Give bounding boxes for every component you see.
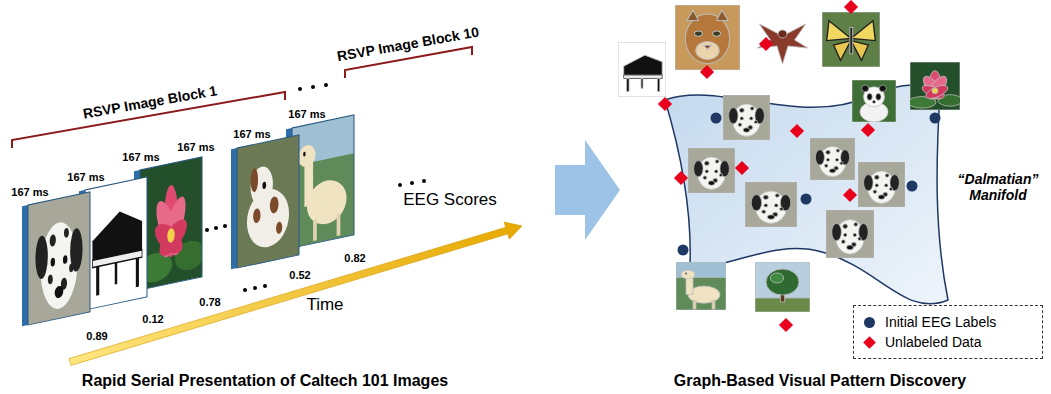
duration-label: 167 ms	[122, 151, 159, 164]
duration-label: 167 ms	[233, 128, 270, 141]
legend-text: Unlabeled Data	[885, 334, 982, 350]
manifold-label: “Dalmatian” Manifold	[950, 171, 1046, 203]
panel-caption: Graph-Based Visual Pattern Discovery	[674, 372, 966, 390]
legend-box: Initial EEG LabelsUnlabeled Data	[853, 305, 1043, 359]
legend-swatch	[863, 336, 876, 349]
score-label: 0.89	[86, 330, 107, 343]
score-label: 0.82	[344, 252, 365, 265]
legend-swatch	[864, 317, 875, 328]
duration-label: 167 ms	[177, 141, 214, 154]
score-label: 0.52	[289, 268, 310, 281]
axis-label: Time	[306, 295, 343, 315]
legend-text: Initial EEG Labels	[885, 314, 996, 330]
panel-caption: Rapid Serial Presentation of Caltech 101…	[82, 372, 448, 390]
legend-item: Unlabeled Data	[864, 332, 1032, 352]
axis-label: EEG Scores	[403, 190, 497, 210]
score-label: 0.12	[142, 313, 163, 326]
score-label: 0.78	[199, 296, 220, 309]
duration-label: 167 ms	[11, 186, 48, 199]
duration-label: 167 ms	[288, 108, 325, 121]
legend-item: Initial EEG Labels	[864, 312, 1032, 332]
duration-label: 167 ms	[67, 171, 104, 184]
